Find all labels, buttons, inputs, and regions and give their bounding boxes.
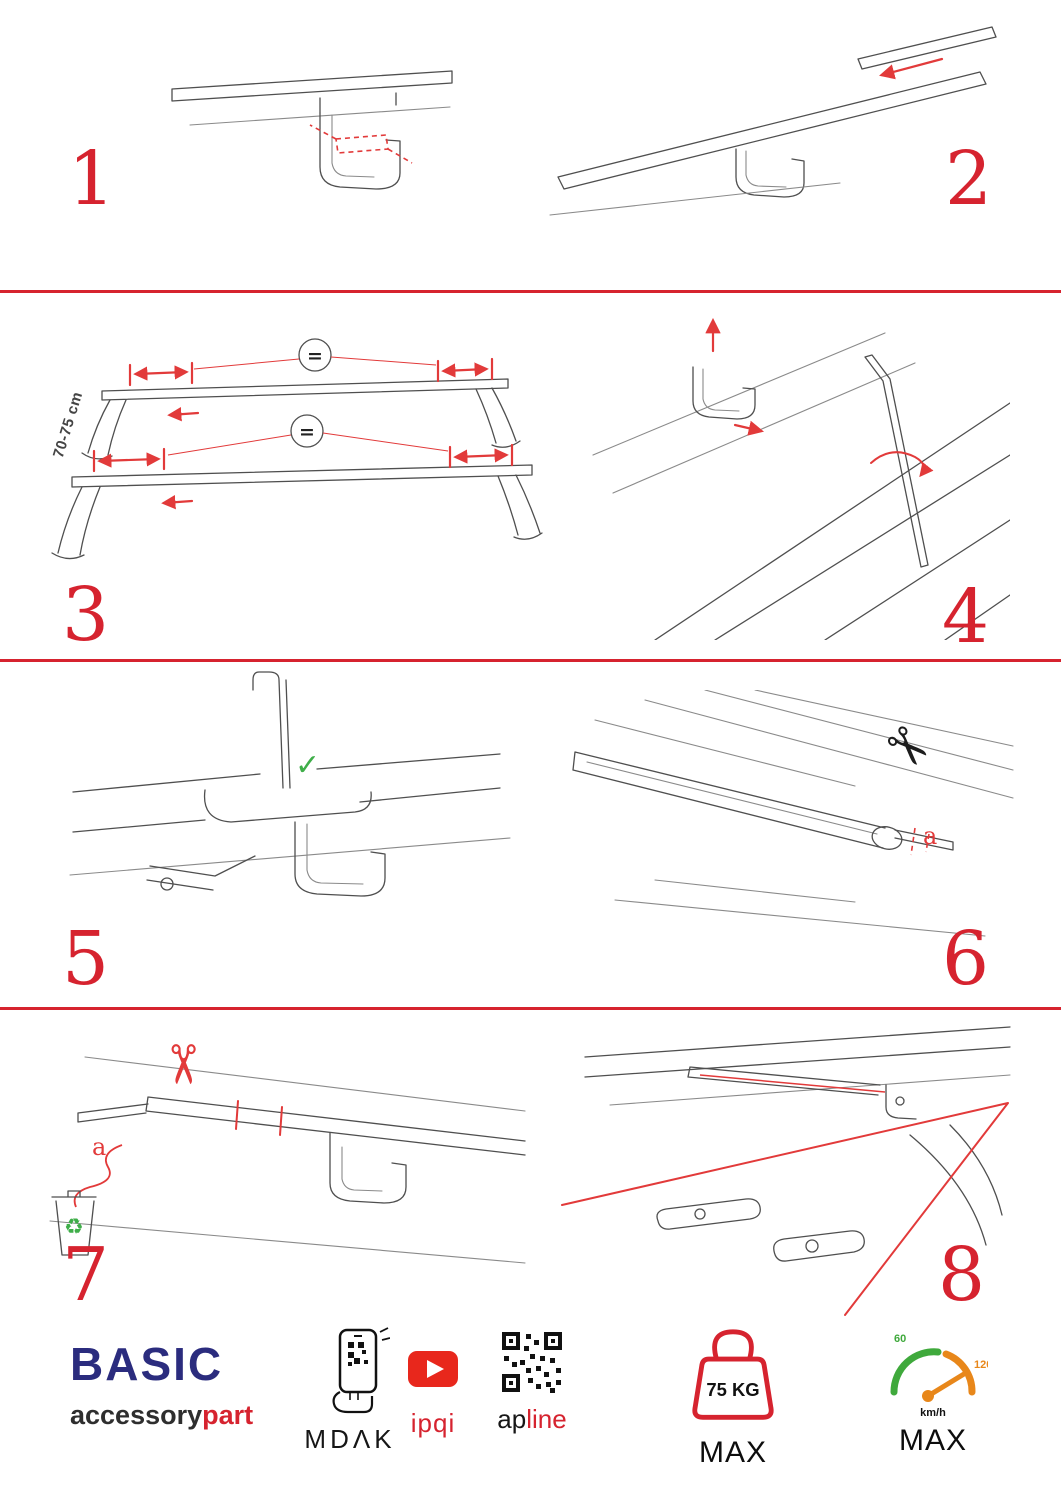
step-2-panel (540, 25, 1010, 225)
section-divider-1 (0, 290, 1061, 293)
strip-label-a: a (92, 1133, 107, 1161)
weight-max-label: MAX (698, 1436, 767, 1469)
weight-icon: 75 KG (692, 1329, 774, 1420)
brand-title: BASIC (70, 1338, 224, 1390)
apline-block: apline (487, 1330, 577, 1435)
step-4-number: 4 (942, 574, 990, 660)
brand-name: accessorypart (70, 1400, 280, 1431)
brand-name-left: accessory (70, 1400, 203, 1431)
recycle-icon: ♻ (64, 1215, 84, 1240)
speed-high-label: 120 (974, 1359, 988, 1371)
section-divider-3 (0, 1007, 1061, 1010)
qr-code-icon (502, 1332, 562, 1393)
strip-label-a: a (923, 822, 938, 850)
step-3-number: 3 (62, 572, 110, 658)
equal-symbol-rear: = (307, 345, 323, 367)
phone-qr-icon (332, 1327, 390, 1414)
youtube-block: ipqi (398, 1350, 468, 1439)
partner-ap: ap (497, 1404, 527, 1434)
step-6-illustration (572, 690, 1014, 937)
step-8-illustration (561, 1026, 1011, 1316)
step-6-number: 6 (942, 916, 990, 1002)
step-1-panel (160, 55, 460, 265)
step-6-panel: ✂ a (555, 690, 1015, 960)
step-3-panel: = = 70-75 cm (30, 305, 575, 580)
step-5-illustration (69, 671, 511, 897)
weight-value-label: 75 KG (706, 1379, 759, 1400)
partner-apline-label: apline (487, 1404, 577, 1435)
speed-min-label: 60 (894, 1333, 906, 1345)
max-weight-block: 75 KG MAX (678, 1326, 788, 1470)
step-4-panel (585, 305, 1010, 640)
brand-block: BASIC accessorypart (70, 1340, 280, 1431)
step-2-number: 2 (945, 136, 993, 222)
speed-max-label: MAX (898, 1424, 967, 1457)
step-7-panel: ✂ a ♻ (30, 1025, 530, 1270)
step-1-number: 1 (68, 136, 116, 222)
scissors-icon: ✂ (151, 1041, 215, 1088)
partner-line: line (526, 1404, 567, 1434)
step-1-illustration (171, 70, 453, 190)
speed-unit-label: km/h (920, 1407, 946, 1418)
step-8-number: 8 (938, 1232, 986, 1318)
step-5-panel: ✓ (55, 670, 525, 955)
max-speed-block: 60 120 km/h MAX (878, 1328, 988, 1458)
check-icon: ✓ (295, 748, 321, 783)
youtube-icon (408, 1351, 458, 1387)
partner-mdak-label: MDΛK (304, 1424, 396, 1454)
step-7-illustration (49, 1056, 526, 1264)
step-8-panel (550, 1015, 1020, 1320)
step-3-illustration: = = (51, 338, 543, 560)
partner-ipqi-label: ipqi (410, 1408, 456, 1438)
mdak-block: MDΛK (300, 1326, 400, 1455)
speedometer-icon: 60 120 km/h (890, 1333, 988, 1418)
equal-symbol-front: = (299, 421, 315, 443)
section-divider-2 (0, 659, 1061, 662)
step-7-number: 7 (62, 1232, 110, 1318)
step-2-illustration (549, 26, 997, 216)
step-4-illustration (592, 317, 1010, 640)
step-5-number: 5 (62, 916, 110, 1002)
brand-name-right: part (202, 1400, 254, 1431)
